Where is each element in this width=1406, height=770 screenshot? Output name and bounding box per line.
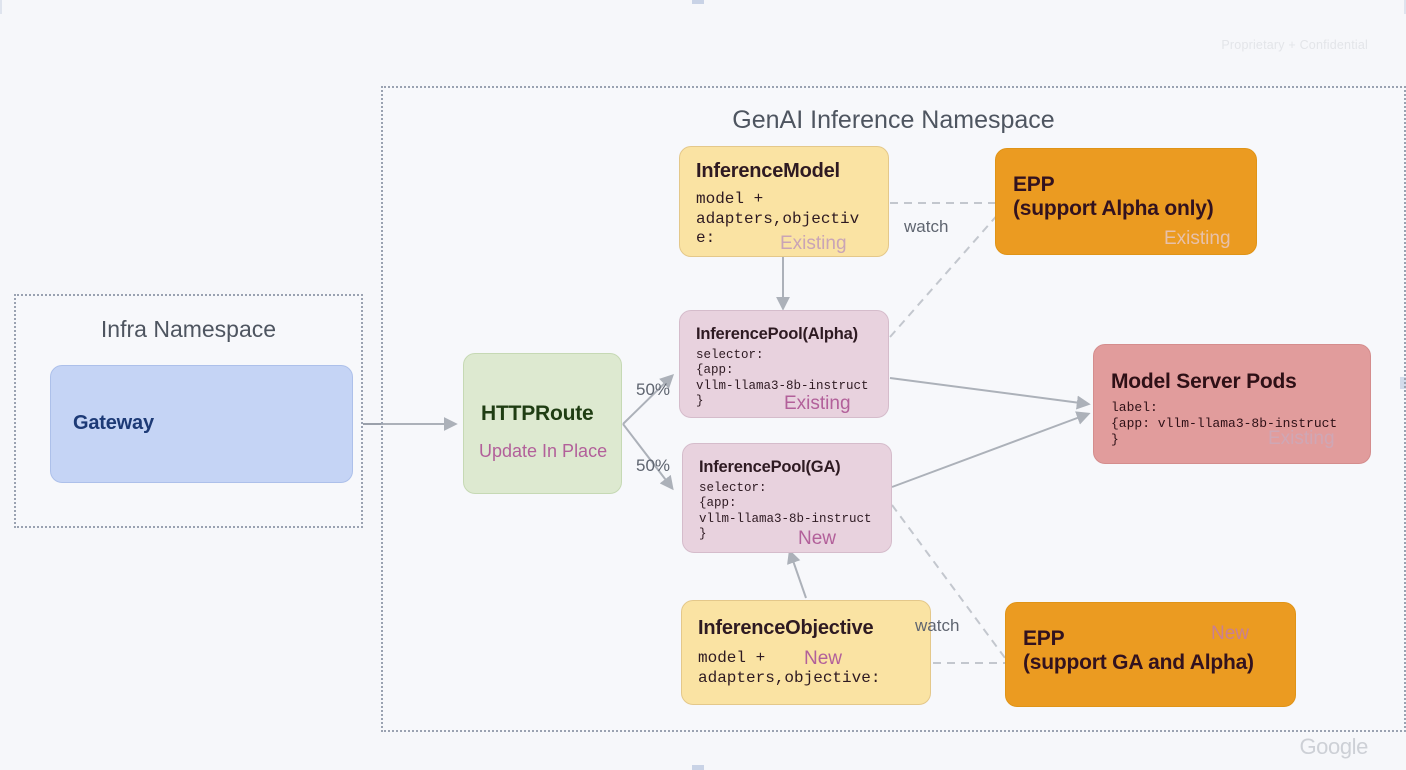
top-edge-mark [692, 0, 704, 4]
node-model-server-pods[interactable]: Model Server Pods label: {app: vllm-llam… [1093, 344, 1371, 464]
epp-ga-badge: New [1211, 623, 1250, 644]
edge-label-50-ga: 50% [636, 456, 671, 475]
node-inference-pool-ga[interactable]: InferencePool(GA) selector: {app: vllm-l… [682, 443, 892, 553]
epp-ga-title: EPP (support GA and Alpha) [1023, 627, 1254, 675]
edge-label-50-alpha: 50% [636, 380, 671, 399]
inference-model-badge: Existing [780, 233, 847, 254]
inference-model-body: model + adapters,objectiv e: [696, 190, 860, 248]
bottom-edge-mark [692, 765, 704, 770]
model-server-pods-badge: Existing [1268, 428, 1335, 449]
inference-objective-body: model + adapters,objective: [698, 649, 881, 687]
inference-pool-ga-body: selector: {app: vllm-llama3-8b-instruct … [699, 481, 872, 541]
model-server-pods-title: Model Server Pods [1111, 370, 1297, 393]
node-epp-ga[interactable]: EPP (support GA and Alpha) New [1005, 602, 1296, 707]
node-epp-alpha[interactable]: EPP (support Alpha only) Existing [995, 148, 1257, 255]
node-inference-pool-alpha[interactable]: InferencePool(Alpha) selector: {app: vll… [679, 310, 889, 418]
inference-pool-alpha-body: selector: {app: vllm-llama3-8b-instruct … [696, 348, 869, 408]
httproute-badge: Update In Place [479, 441, 608, 461]
node-httproute[interactable]: HTTPRoute Update In Place [463, 353, 622, 494]
left-edge-rule [0, 0, 2, 14]
inference-pool-ga-badge: New [798, 528, 837, 549]
edge-label-watch-alpha: watch [904, 217, 949, 236]
node-inference-objective[interactable]: InferenceObjective model + adapters,obje… [681, 600, 931, 705]
infra-namespace-title: Infra Namespace [100, 316, 277, 342]
model-server-pods-body: label: {app: vllm-llama3-8b-instruct } [1111, 400, 1338, 447]
inference-pool-alpha-badge: Existing [784, 393, 851, 414]
gateway-title: Gateway [73, 412, 154, 434]
inference-pool-ga-title: InferencePool(GA) [699, 458, 841, 476]
right-edge-mark [1400, 377, 1406, 389]
right-edge-rule [1404, 0, 1406, 14]
inference-objective-title: InferenceObjective [698, 617, 874, 639]
inference-model-title: InferenceModel [696, 160, 840, 182]
google-logo: Google [1299, 734, 1368, 759]
edge-label-watch-ga: watch [915, 616, 960, 635]
httproute-title: HTTPRoute [481, 402, 594, 425]
epp-alpha-title: EPP (support Alpha only) [1013, 173, 1214, 221]
genai-namespace-title: GenAI Inference Namespace [732, 106, 1055, 134]
inference-objective-badge: New [804, 648, 843, 669]
inference-pool-alpha-title: InferencePool(Alpha) [696, 325, 858, 343]
confidential-note: Proprietary + Confidential [1221, 38, 1368, 52]
node-inference-model[interactable]: InferenceModel model + adapters,objectiv… [679, 146, 889, 257]
node-gateway[interactable]: Gateway [50, 365, 353, 483]
epp-alpha-badge: Existing [1164, 228, 1231, 249]
